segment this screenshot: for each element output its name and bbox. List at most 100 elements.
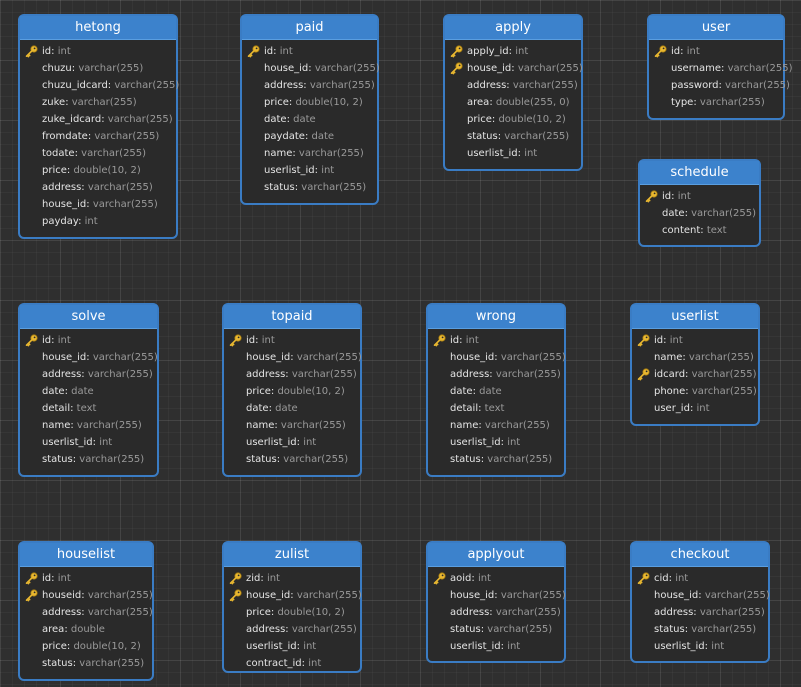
field-row[interactable]: id: int (649, 43, 783, 60)
table-title[interactable]: apply (445, 16, 581, 40)
field-row[interactable]: chuzu_idcard: varchar(255) (20, 77, 179, 94)
field-row[interactable]: payday: int (20, 213, 176, 230)
field-row[interactable]: address: varchar(255) (632, 604, 768, 621)
field-row[interactable]: houseid: varchar(255) (20, 587, 153, 604)
field-row[interactable]: address: varchar(255) (20, 366, 157, 383)
field-row[interactable]: address: varchar(255) (242, 77, 377, 94)
field-row[interactable]: house_id: varchar(255) (20, 349, 158, 366)
field-row[interactable]: date: varchar(255) (640, 205, 759, 222)
table-title[interactable]: checkout (632, 543, 768, 567)
field-row[interactable]: date: date (428, 383, 564, 400)
table-title[interactable]: schedule (640, 161, 759, 185)
field-row[interactable]: name: varchar(255) (242, 145, 377, 162)
field-row[interactable]: password: varchar(255) (649, 77, 790, 94)
field-row[interactable]: name: varchar(255) (20, 417, 157, 434)
field-row[interactable]: id: int (428, 332, 564, 349)
table-title[interactable]: topaid (224, 305, 360, 329)
field-row[interactable]: address: varchar(255) (428, 366, 564, 383)
field-row[interactable]: house_id: varchar(255) (445, 60, 583, 77)
field-row[interactable]: apply_id: int (445, 43, 581, 60)
table-title[interactable]: paid (242, 16, 377, 40)
field-row[interactable]: status: varchar(255) (20, 655, 152, 672)
field-row[interactable]: status: varchar(255) (20, 451, 157, 468)
table-title[interactable]: applyout (428, 543, 564, 567)
field-row[interactable]: user_id: int (632, 400, 758, 417)
field-row[interactable]: chuzu: varchar(255) (20, 60, 176, 77)
field-row[interactable]: price: double(10, 2) (242, 94, 377, 111)
field-row[interactable]: price: double(10, 2) (224, 604, 360, 621)
field-row[interactable]: userlist_id: int (224, 638, 360, 655)
field-row[interactable]: price: double(10, 2) (445, 111, 581, 128)
field-row[interactable]: phone: varchar(255) (632, 383, 758, 400)
field-row[interactable]: name: varchar(255) (428, 417, 564, 434)
field-row[interactable]: detail: text (428, 400, 564, 417)
field-row[interactable]: userlist_id: int (20, 434, 157, 451)
field-row[interactable]: address: varchar(255) (445, 77, 581, 94)
field-row[interactable]: content: text (640, 222, 759, 239)
field-row[interactable]: userlist_id: int (428, 434, 564, 451)
field-row[interactable]: house_id: varchar(255) (632, 587, 770, 604)
field-row[interactable]: address: varchar(255) (224, 621, 360, 638)
field-row[interactable]: status: varchar(255) (242, 179, 377, 196)
table-title[interactable]: user (649, 16, 783, 40)
table-title[interactable]: zulist (224, 543, 360, 567)
field-row[interactable]: status: varchar(255) (632, 621, 768, 638)
field-row[interactable]: fromdate: varchar(255) (20, 128, 176, 145)
field-row[interactable]: id: int (224, 332, 360, 349)
field-row[interactable]: price: double(10, 2) (20, 638, 152, 655)
field-row[interactable]: date: date (242, 111, 377, 128)
field-row[interactable]: price: double(10, 2) (224, 383, 360, 400)
field-row[interactable]: name: varchar(255) (224, 417, 360, 434)
field-row[interactable]: id: int (20, 43, 176, 60)
field-row[interactable]: aoid: int (428, 570, 564, 587)
field-row[interactable]: zid: int (224, 570, 360, 587)
field-row[interactable]: id: int (242, 43, 377, 60)
field-row[interactable]: address: varchar(255) (428, 604, 564, 621)
field-row[interactable]: house_id: varchar(255) (20, 196, 176, 213)
field-row[interactable]: id: int (20, 332, 157, 349)
field-row[interactable]: house_id: varchar(255) (224, 587, 362, 604)
table-title[interactable]: userlist (632, 305, 758, 329)
field-row[interactable]: house_id: varchar(255) (428, 349, 566, 366)
field-row[interactable]: zuke_idcard: varchar(255) (20, 111, 176, 128)
field-row[interactable]: todate: varchar(255) (20, 145, 176, 162)
table-title[interactable]: wrong (428, 305, 564, 329)
field-row[interactable]: address: varchar(255) (20, 179, 176, 196)
field-row[interactable]: house_id: varchar(255) (224, 349, 362, 366)
table-title[interactable]: hetong (20, 16, 176, 40)
field-row[interactable]: contract_id: int (224, 655, 360, 672)
table-title[interactable]: houselist (20, 543, 152, 567)
field-row[interactable]: userlist_id: int (224, 434, 360, 451)
field-row[interactable]: userlist_id: int (242, 162, 377, 179)
field-row[interactable]: type: varchar(255) (649, 94, 783, 111)
field-row[interactable]: date: date (20, 383, 157, 400)
field-row[interactable]: address: varchar(255) (224, 366, 360, 383)
field-row[interactable]: zuke: varchar(255) (20, 94, 176, 111)
field-row[interactable]: name: varchar(255) (632, 349, 758, 366)
field-row[interactable]: status: varchar(255) (428, 451, 564, 468)
field-row[interactable]: userlist_id: int (428, 638, 564, 655)
field-row[interactable]: house_id: varchar(255) (242, 60, 380, 77)
field-row[interactable]: username: varchar(255) (649, 60, 792, 77)
table-title[interactable]: solve (20, 305, 157, 329)
field-row[interactable]: cid: int (632, 570, 768, 587)
field-row[interactable]: status: varchar(255) (224, 451, 360, 468)
field-row[interactable]: id: int (20, 570, 152, 587)
field-row[interactable]: id: int (632, 332, 758, 349)
field-row[interactable]: status: varchar(255) (445, 128, 581, 145)
field-row[interactable]: idcard: varchar(255) (632, 366, 758, 383)
field-row[interactable]: paydate: date (242, 128, 377, 145)
field-row[interactable]: house_id: varchar(255) (428, 587, 566, 604)
field-row[interactable]: userlist_id: int (445, 145, 581, 162)
